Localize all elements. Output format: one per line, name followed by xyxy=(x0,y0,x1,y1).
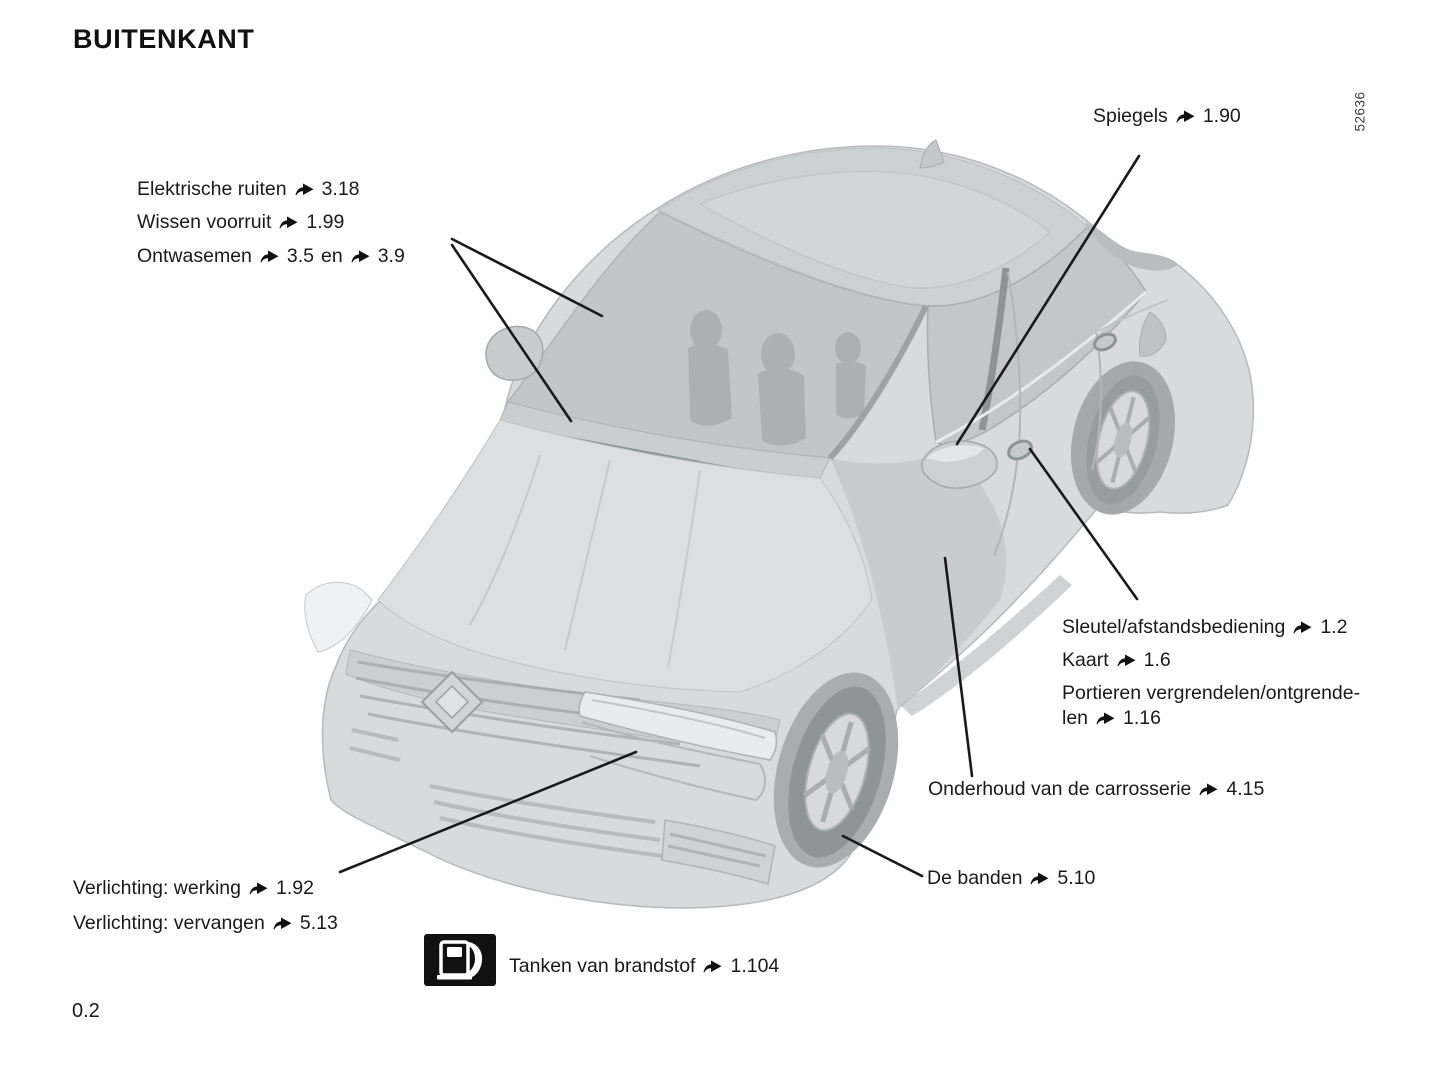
bumper-vents xyxy=(349,728,663,858)
leader-sleutel xyxy=(1028,447,1139,601)
page-title: BUITENKANT xyxy=(73,24,255,54)
callout-portieren-line1: Portieren vergrendelen/ontgrende- xyxy=(1062,681,1360,705)
callout-text: len xyxy=(1062,707,1089,729)
callout-text: Elektrische ruiten xyxy=(137,178,287,200)
leader-lines xyxy=(338,154,1141,878)
reference-arrow-icon xyxy=(703,960,722,972)
leader-spiegels xyxy=(955,154,1141,446)
callout-ref: 1.2 xyxy=(1320,616,1348,638)
callout-verlichting-werking: Verlichting: werking 1.92 xyxy=(73,876,314,900)
front-door-handle xyxy=(1007,439,1033,461)
renault-logo xyxy=(420,670,484,734)
callout-ref: 3.5 xyxy=(286,245,314,267)
callout-de-banden: De banden 5.10 xyxy=(927,866,1095,890)
fuel-pump-icon xyxy=(424,934,496,986)
callout-text: Spiegels xyxy=(1093,105,1168,127)
reference-arrow-icon xyxy=(295,183,314,195)
fog-light-grille xyxy=(661,819,776,885)
callout-verlichting-vervangen: Verlichting: vervangen 5.13 xyxy=(73,911,338,935)
callout-onderhoud-carrosserie: Onderhoud van de carrosserie 4.15 xyxy=(928,777,1264,801)
rear-spoiler xyxy=(1086,222,1178,271)
reference-arrow-icon xyxy=(273,917,292,929)
callout-ref: 5.10 xyxy=(1057,867,1096,889)
callout-ref: 1.16 xyxy=(1123,707,1161,729)
callout-elektrische-ruiten: Elektrische ruiten 3.18 xyxy=(137,177,360,201)
a-pillar xyxy=(827,304,929,461)
callout-sleutel-afstandsbediening: Sleutel/afstandsbediening 1.2 xyxy=(1062,615,1347,639)
reference-arrow-icon xyxy=(1117,654,1136,666)
callout-ref: 1.90 xyxy=(1202,105,1241,127)
callout-text: Verlichting: werking xyxy=(73,877,241,899)
leader-windshield-upper xyxy=(450,237,604,318)
callout-text: Wissen voorruit xyxy=(137,211,272,233)
car-sunroof-outline xyxy=(698,170,1052,289)
callout-ref: 1.6 xyxy=(1143,649,1171,671)
reference-arrow-icon xyxy=(279,216,298,228)
callout-text: Verlichting: vervangen xyxy=(73,912,265,934)
drl-chrome-line xyxy=(581,721,766,802)
antenna-fin-icon xyxy=(919,139,945,169)
right-mirror xyxy=(920,440,998,489)
car-side-doors xyxy=(830,450,1007,710)
callout-text: Onderhoud van de carrosserie xyxy=(928,778,1192,800)
headlight xyxy=(578,691,778,761)
callout-kaart: Kaart 1.6 xyxy=(1062,648,1171,672)
left-mirror xyxy=(485,325,544,381)
callout-ref: 1.99 xyxy=(306,211,345,233)
callout-portieren-line2: len 1.16 xyxy=(1062,706,1161,730)
callout-text: Sleutel/afstandsbediening xyxy=(1062,616,1286,638)
leader-onderhoud xyxy=(943,556,974,778)
car-sill-shadow xyxy=(900,575,1072,716)
reference-arrow-icon xyxy=(1176,110,1195,122)
taillight xyxy=(1139,311,1167,357)
reference-arrow-icon xyxy=(1199,783,1218,795)
callout-ref: 3.18 xyxy=(321,178,360,200)
page-number: 0.2 xyxy=(72,1000,100,1022)
callout-ref: 1.104 xyxy=(730,955,780,977)
callout-text: Ontwasemen xyxy=(137,245,252,267)
callout-ref: 4.15 xyxy=(1226,778,1265,800)
callout-text: Kaart xyxy=(1062,649,1109,671)
callout-ref: 1.92 xyxy=(276,877,314,899)
reference-arrow-icon xyxy=(260,250,279,262)
callout-ref: 5.13 xyxy=(299,912,338,934)
headlight-inner-line xyxy=(591,699,766,739)
callout-ontwasemen: Ontwasemen 3.5 en 3.9 xyxy=(137,244,405,268)
beltline-chrome xyxy=(935,290,1147,444)
rear-wheel xyxy=(1086,375,1160,505)
callout-joiner: en xyxy=(321,245,343,267)
hood-creases xyxy=(469,454,701,669)
callout-spiegels: Spiegels 1.90 xyxy=(1093,104,1241,128)
callout-text: Tanken van brandstof xyxy=(509,955,696,977)
callout-tanken-brandstof: Tanken van brandstof 1.104 xyxy=(509,954,779,978)
front-wheel xyxy=(788,686,886,858)
side-windows xyxy=(926,224,1147,446)
callout-text: De banden xyxy=(927,867,1023,889)
reference-arrow-icon xyxy=(249,882,268,894)
leader-verlichting xyxy=(338,750,638,874)
callout-ref: 3.9 xyxy=(377,245,405,267)
reference-arrow-icon xyxy=(1030,872,1049,884)
reference-arrow-icon xyxy=(1096,712,1115,724)
car-interior-seats xyxy=(688,310,866,446)
callout-wissen-voorruit: Wissen voorruit 1.99 xyxy=(137,210,344,234)
rear-door-handle xyxy=(1093,332,1117,352)
reference-arrow-icon xyxy=(1293,621,1312,633)
callout-text: Portieren vergrendelen/ontgrende- xyxy=(1062,682,1361,704)
rear-fender-crease xyxy=(1059,299,1169,351)
leader-banden xyxy=(841,834,924,878)
leader-windshield-lower xyxy=(450,243,573,423)
reference-arrow-icon xyxy=(351,250,370,262)
left-headlight xyxy=(304,581,373,653)
car-hood xyxy=(377,419,873,693)
